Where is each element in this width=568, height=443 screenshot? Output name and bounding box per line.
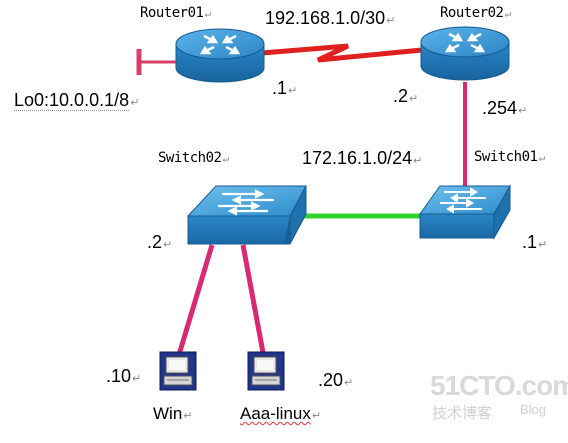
router02-label: Router02↵ [440,5,511,21]
lan-network-label: 172.16.1.0/24↵ [302,148,423,168]
router02-wan-ip: .2↵ [393,86,419,106]
switch01-label: Switch01↵ [474,149,545,165]
watermark-site: 51CTO.com [430,370,568,401]
router01-icon[interactable] [175,28,265,83]
switch02-win-link [175,244,215,359]
pc-win-icon[interactable] [159,351,197,391]
watermark-logo: 51CTO.com 技术博客 Blog [430,370,568,430]
switch01-icon[interactable] [419,184,511,240]
router02-icon[interactable] [420,26,510,81]
switch02-linux-link [240,244,267,359]
switch02-ip: .2↵ [147,232,173,252]
router02-lan-ip: .254↵ [482,98,528,118]
switch01-ip: .1↵ [522,232,548,252]
loopback-label: Lo0:10.0.0.1/8↵ [14,90,140,111]
watermark-blog: Blog [520,402,547,417]
watermark-tagline: 技术博客 [432,404,493,422]
router01-label: Router01↵ [140,5,211,21]
router01-wan-ip: .1↵ [272,78,298,98]
switch02-icon[interactable] [186,185,307,245]
pc-linux-icon[interactable] [247,351,285,391]
pc-win-label: Win↵ [153,404,193,423]
pc-linux-label: Aaa-linux↵ [240,404,322,423]
win-ip: .10↵ [106,366,142,386]
switch02-label: Switch02↵ [158,150,229,166]
serial-link [261,43,423,63]
linux-ip: .20↵ [318,370,354,390]
wan-network-label: 192.168.1.0/30↵ [265,8,396,28]
